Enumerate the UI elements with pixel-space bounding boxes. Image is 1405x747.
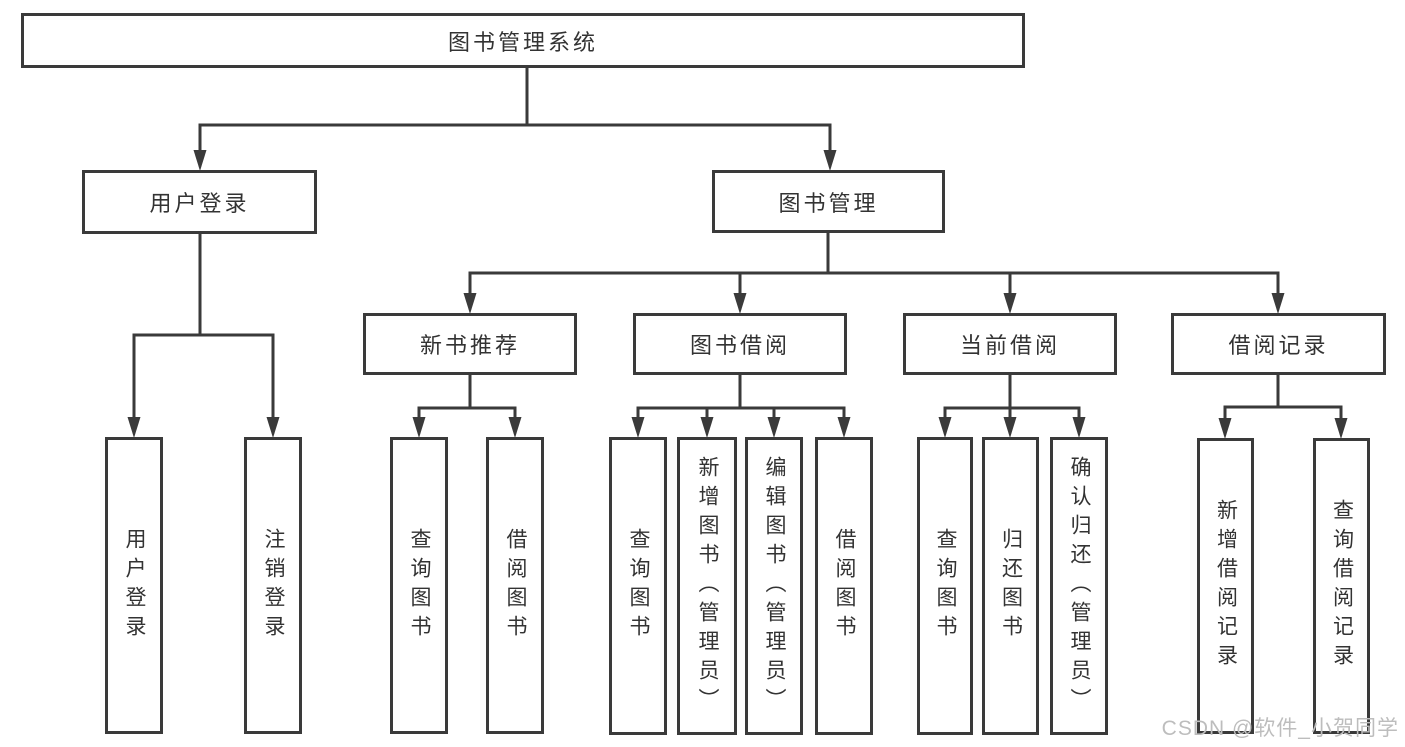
leaf-label: 注销登录 xyxy=(262,527,285,644)
leaf-return-book: 归还图书 xyxy=(982,437,1039,735)
node-library-management-system: 图书管理系统 xyxy=(21,13,1025,68)
leaf-label: 用户登录 xyxy=(123,527,146,644)
leaf-borrow-books-borrow: 借阅图书 xyxy=(815,437,873,735)
leaf-query-borrow-record: 查询借阅记录 xyxy=(1313,438,1370,734)
leaf-label: 编辑图书（管理员） xyxy=(763,455,786,717)
leaf-add-borrow-record: 新增借阅记录 xyxy=(1197,438,1254,734)
leaf-label: 确认归还（管理员） xyxy=(1068,455,1091,717)
node-user-login: 用户登录 xyxy=(82,170,317,234)
leaf-label: 查询借阅记录 xyxy=(1330,499,1354,673)
leaf-edit-book-admin: 编辑图书（管理员） xyxy=(745,437,803,735)
leaf-user-login: 用户登录 xyxy=(105,437,163,734)
leaf-query-books-current: 查询图书 xyxy=(917,437,973,735)
leaf-label: 归还图书 xyxy=(999,528,1023,644)
node-current-borrowing: 当前借阅 xyxy=(903,313,1117,375)
leaf-logout: 注销登录 xyxy=(244,437,302,734)
node-borrowing-records: 借阅记录 xyxy=(1171,313,1386,375)
leaf-query-books-borrow: 查询图书 xyxy=(609,437,667,735)
node-book-borrowing: 图书借阅 xyxy=(633,313,847,375)
watermark: CSDN @软件_小贺同学 xyxy=(1161,717,1399,740)
leaf-confirm-return-admin: 确认归还（管理员） xyxy=(1050,437,1108,735)
leaf-borrow-books-recommend: 借阅图书 xyxy=(486,437,544,734)
leaf-label: 新增借阅记录 xyxy=(1214,499,1238,673)
leaf-label: 借阅图书 xyxy=(833,528,856,644)
leaf-add-book-admin: 新增图书（管理员） xyxy=(677,437,737,735)
leaf-label: 查询图书 xyxy=(934,528,957,644)
node-new-book-recommendation: 新书推荐 xyxy=(363,313,577,375)
leaf-label: 查询图书 xyxy=(627,528,650,644)
leaf-label: 查询图书 xyxy=(408,527,431,644)
leaf-label: 新增图书（管理员） xyxy=(696,455,719,717)
leaf-query-books-recommend: 查询图书 xyxy=(390,437,448,734)
leaf-label: 借阅图书 xyxy=(504,527,527,644)
node-book-management: 图书管理 xyxy=(712,170,945,233)
